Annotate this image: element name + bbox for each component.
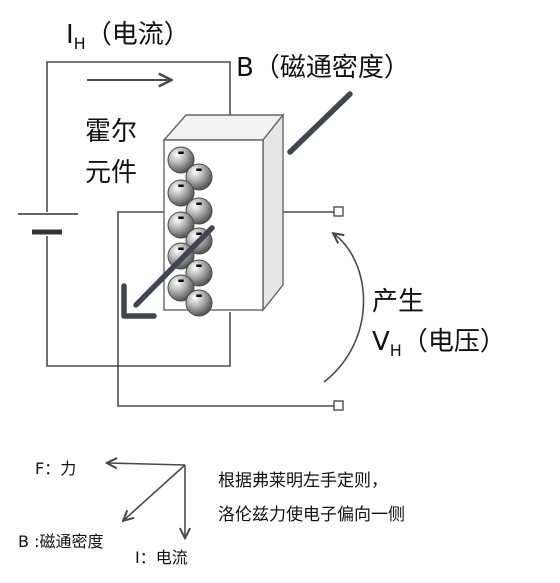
legend-force: F：力 [35, 459, 76, 478]
electron-group: ---------- [167, 142, 213, 317]
force-vector [108, 463, 186, 465]
terminal-bottom [333, 400, 344, 411]
electron [185, 289, 213, 317]
voltage-label-main: V [372, 327, 390, 357]
element-label-line2: 元件 [85, 158, 137, 188]
current-label-sub: H [74, 34, 86, 53]
electron-charge-sign: - [195, 223, 202, 244]
magnetic-field-line [287, 91, 353, 155]
electron-charge-sign: - [177, 175, 184, 196]
circuit-wire [46, 61, 231, 232]
voltage-wire-left [117, 211, 334, 407]
voltage-circuit [117, 206, 344, 411]
electron [167, 211, 195, 239]
electron-charge-sign: - [177, 238, 184, 259]
electron-charge-sign: - [177, 207, 184, 228]
electron-charge-sign: - [195, 255, 202, 276]
left-hand-rule-vectors [108, 463, 185, 537]
voltage-label-paren: （电压） [402, 327, 506, 357]
field-vector [124, 464, 186, 520]
electron [185, 259, 213, 287]
field-label: B（磁通密度） [236, 53, 410, 83]
electron-charge-sign: - [177, 270, 184, 291]
legend-current: I：电流 [135, 548, 188, 567]
voltage-curve-arrow [323, 234, 365, 383]
magnetic-field-arrow-head [121, 283, 157, 319]
magnetic-field-arrow-shaft [133, 225, 215, 308]
element-label-line1: 霍尔 [85, 117, 137, 147]
voltage-label-sub: H [390, 341, 402, 360]
electron [167, 274, 195, 302]
current-label: IH（电流） [66, 20, 190, 53]
current-label-paren: （电流） [86, 20, 190, 50]
voltage-label: VH（电压） [372, 327, 506, 360]
electron-charge-sign: - [195, 193, 202, 214]
legend-field: B :磁通密度 [18, 532, 103, 551]
terminal-top [333, 206, 344, 217]
produce-label: 产生 [372, 287, 424, 317]
electron-charge-sign: - [195, 159, 202, 180]
electron [185, 163, 213, 191]
electron [185, 197, 213, 225]
circuit-wire-return [46, 232, 231, 367]
note-line1: 根据弗莱明左手定则， [218, 471, 388, 491]
current-label-main: I [66, 20, 74, 50]
note-line2: 洛伦兹力使电子偏向一侧 [218, 504, 405, 525]
electron-charge-sign: - [195, 285, 202, 306]
current-circuit [18, 61, 231, 367]
electron [167, 146, 195, 174]
box-side-face [262, 113, 284, 312]
electron [167, 179, 195, 207]
magnetic-field-arrow [121, 225, 215, 319]
electron-charge-sign: - [177, 142, 184, 163]
